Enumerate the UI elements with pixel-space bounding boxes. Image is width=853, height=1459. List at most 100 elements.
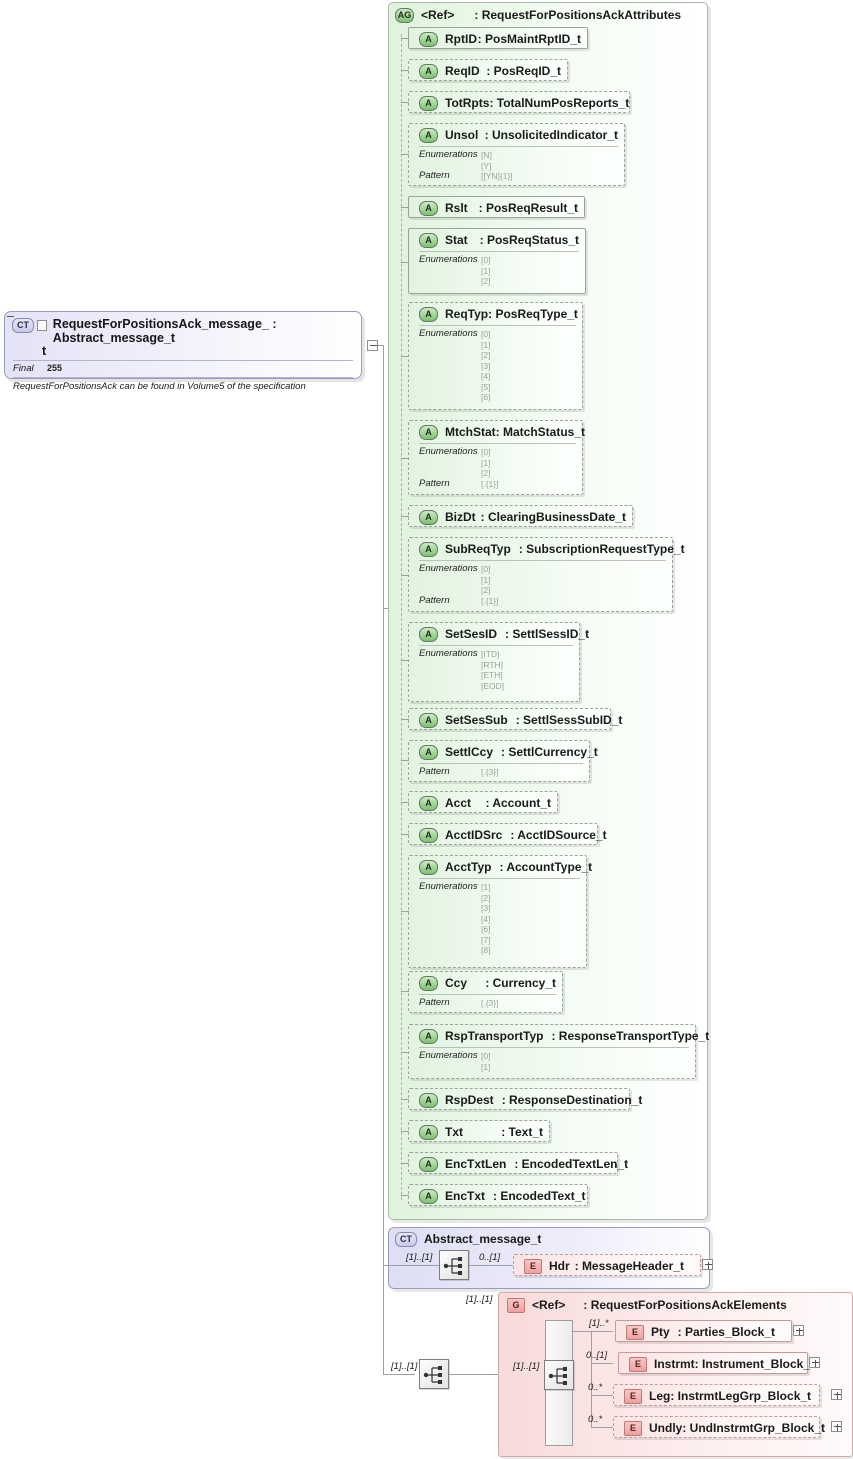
attribute-node-stat[interactable]: A Stat : PosReqStatus_t Enumerations [0]…: [408, 228, 586, 294]
plus-icon[interactable]: [809, 1357, 820, 1368]
connector: [401, 70, 409, 71]
attribute-node-reqid[interactable]: A ReqID : PosReqID_t: [408, 59, 568, 81]
attribute-label: SetSesID: [445, 627, 498, 641]
connector: [383, 1265, 439, 1266]
facet-label: Enumerations: [419, 328, 478, 339]
plus-icon[interactable]: [831, 1389, 842, 1400]
connector: [401, 262, 409, 263]
attribute-icon: A: [419, 712, 438, 728]
facet-label: Pattern: [419, 170, 450, 181]
attribute-icon: A: [419, 795, 438, 811]
attribute-node-ccy[interactable]: A Ccy : Currency_t Pattern [.{3}]: [408, 971, 563, 1013]
attribute-node-acctidsrc[interactable]: A AcctIDSrc : AcctIDSource_t: [408, 823, 607, 845]
connector: [401, 458, 409, 459]
divider: [13, 377, 353, 378]
attribute-icon: A: [419, 63, 438, 79]
attribute-icon: A: [419, 541, 438, 557]
facet-label: Pattern: [419, 477, 450, 489]
attribute-node-rsptransporttyp[interactable]: A RspTransportTyp : ResponseTransportTyp…: [408, 1024, 709, 1079]
element-node-pty[interactable]: E Pty : Parties_Block_t: [615, 1320, 792, 1342]
attribute-node-mtchstat[interactable]: A MtchStat : MatchStatus_t Enumerations …: [408, 420, 585, 495]
attribute-label: Rslt: [445, 201, 468, 215]
attribute-node-setsesid[interactable]: A SetSesID : SettlSessID_t Enumerations …: [408, 622, 589, 702]
element-node-undly[interactable]: E Undly : UndInstrmtGrp_Block_t: [613, 1416, 825, 1438]
attribute-type: : SubscriptionRequestType_t: [518, 542, 685, 556]
attribute-label: RspTransportTyp: [445, 1029, 544, 1043]
attribute-node-rptid[interactable]: A RptID : PosMaintRptID_t: [408, 27, 588, 49]
final-row: Final 255: [5, 361, 361, 377]
attribute-node-totrpts[interactable]: A TotRpts : TotalNumPosReports_t: [408, 91, 630, 113]
group-icon: G: [507, 1297, 525, 1313]
plus-icon[interactable]: [793, 1325, 804, 1336]
attribute-label: RspDest: [445, 1093, 494, 1107]
facet-values: [.{3}]: [481, 767, 499, 777]
element-type: : Parties_Block_t: [677, 1325, 775, 1339]
attribute-node-enctxtlen[interactable]: A EncTxtLen : EncodedTextLen_t: [408, 1152, 628, 1174]
connector: [401, 1163, 409, 1164]
element-label: Pty: [651, 1325, 670, 1339]
element-node-leg[interactable]: E Leg : InstrmtLegGrp_Block_t: [613, 1384, 820, 1406]
attribute-type: : UnsolicitedIndicator_t: [484, 128, 618, 142]
connector: [401, 356, 409, 357]
attribute-node-accttyp[interactable]: A AcctTyp : AccountType_t Enumerations […: [408, 855, 592, 968]
element-node-hdr[interactable]: E Hdr : MessageHeader_t: [513, 1254, 701, 1276]
element-node-instrmt[interactable]: E Instrmt : Instrument_Block_t: [618, 1352, 814, 1374]
attribute-type: : PosMaintRptID_t: [477, 32, 581, 46]
element-type: : Instrument_Block_t: [694, 1357, 815, 1371]
complextype-icon: CT: [395, 1231, 417, 1247]
attribute-label: ReqID: [445, 64, 480, 78]
attribute-node-rspdest[interactable]: A RspDest : ResponseDestination_t: [408, 1088, 642, 1110]
attribute-icon: A: [419, 859, 438, 875]
facet-label: Enumerations: [419, 254, 478, 265]
attribute-type: : ResponseTransportType_t: [551, 1029, 710, 1043]
connector: [401, 1099, 409, 1100]
connector: [591, 1427, 613, 1428]
attribute-label: SetSesSub: [445, 713, 508, 727]
plus-icon[interactable]: [702, 1259, 713, 1270]
attribute-type: : PosReqResult_t: [478, 201, 578, 215]
attribute-node-setsessub[interactable]: A SetSesSub : SettlSessSubID_t: [408, 708, 622, 730]
attribute-icon: A: [419, 31, 438, 47]
attribute-type: : ResponseDestination_t: [501, 1093, 643, 1107]
attribute-node-acct[interactable]: A Acct : Account_t: [408, 791, 558, 813]
facet-label: Enumerations: [419, 881, 478, 892]
inner-sequence-compositor-icon[interactable]: [544, 1360, 574, 1390]
plus-icon[interactable]: [831, 1421, 842, 1432]
attribute-node-reqtyp[interactable]: A ReqTyp : PosReqType_t Enumerations [0]…: [408, 302, 583, 410]
hdr-cardinality: 0..[1]: [479, 1252, 501, 1263]
trunk-line: [383, 345, 384, 1375]
element-label: Instrmt: [654, 1357, 695, 1371]
connector: [591, 1363, 613, 1364]
final-label: Final: [13, 363, 34, 374]
group-outer-cardinality: [1]..[1]: [466, 1294, 493, 1305]
attribute-label: Txt: [445, 1125, 463, 1139]
root-expand-toggle[interactable]: [367, 340, 378, 351]
element-type: : InstrmtLegGrp_Block_t: [670, 1389, 812, 1403]
attribute-node-unsol[interactable]: A Unsol : UnsolicitedIndicator_t Enumera…: [408, 123, 625, 186]
attribute-node-enctxt[interactable]: A EncTxt : EncodedText_t: [408, 1184, 588, 1206]
facet-values: [N][Y]: [481, 150, 492, 171]
attribute-node-rslt[interactable]: A Rslt : PosReqResult_t: [408, 196, 585, 218]
root-collapse-toggle[interactable]: [37, 320, 47, 331]
connector: [401, 1131, 409, 1132]
sequence-compositor-icon[interactable]: [439, 1250, 469, 1280]
attribute-label: BizDt: [445, 510, 476, 524]
connector: [401, 991, 409, 992]
attribute-type: : Account_t: [485, 796, 551, 810]
attribute-label: SettlCcy: [445, 745, 494, 759]
connector: [401, 207, 409, 208]
attribute-node-bizdt[interactable]: A BizDt : ClearingBusinessDate_t: [408, 505, 633, 527]
attribute-node-txt[interactable]: A Txt : Text_t: [408, 1120, 550, 1142]
attribute-type: : MatchStatus_t: [495, 425, 586, 439]
connector: [401, 1195, 409, 1196]
root-complextype-box[interactable]: CT RequestForPositionsAck_message_ : Abs…: [4, 311, 362, 392]
attribute-node-settlccy[interactable]: A SettlCcy : SettlCurrency_t Pattern [.{…: [408, 740, 598, 782]
facet-list: Enumerations [0][1][2][3][4][5][6]: [419, 325, 576, 407]
element-type: : MessageHeader_t: [574, 1259, 684, 1273]
attribute-node-subreqtyp[interactable]: A SubReqTyp : SubscriptionRequestType_t …: [408, 537, 685, 612]
attribute-group-name: : RequestForPositionsAckAttributes: [474, 8, 682, 22]
attribute-label: TotRpts: [445, 96, 490, 110]
attribute-type: : PosReqType_t: [488, 307, 578, 321]
group-sequence-compositor-icon[interactable]: [419, 1359, 449, 1389]
undly-cardinality: 0..*: [588, 1414, 603, 1425]
